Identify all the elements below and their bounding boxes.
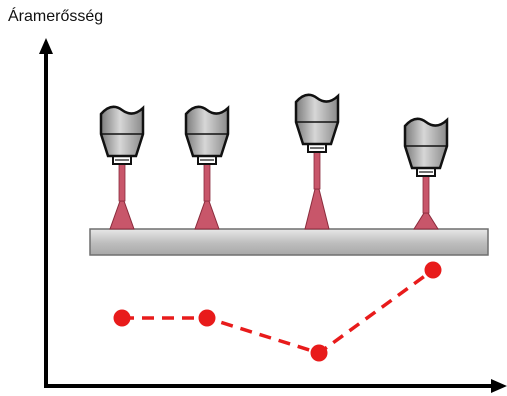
torch-body	[184, 105, 230, 158]
torch-2	[184, 105, 230, 230]
torch-body	[294, 93, 340, 146]
welding-arc	[413, 212, 439, 230]
torch-body	[99, 105, 145, 158]
data-point-3	[310, 344, 328, 362]
electrode	[422, 175, 430, 214]
data-point-1	[113, 309, 131, 327]
torches-group	[99, 93, 449, 230]
torch-4	[403, 117, 449, 230]
torch-1	[99, 105, 145, 230]
workpiece-plate	[89, 228, 489, 256]
y-axis-label: Áramerősség	[8, 8, 104, 25]
axes	[39, 38, 507, 393]
welding-arc	[109, 200, 135, 230]
electrode	[313, 151, 321, 190]
current-line	[122, 268, 435, 355]
current-curve-group	[113, 261, 442, 362]
electrode	[203, 163, 211, 202]
torch-3	[294, 93, 340, 230]
welding-arc	[194, 200, 220, 230]
data-point-2	[198, 309, 216, 327]
torch-body	[403, 117, 449, 170]
workpiece	[89, 228, 489, 256]
data-point-4	[424, 261, 442, 279]
electrode	[118, 163, 126, 202]
y-axis-arrow	[39, 38, 53, 54]
x-axis-arrow	[491, 379, 507, 393]
welding-arc	[304, 188, 330, 230]
